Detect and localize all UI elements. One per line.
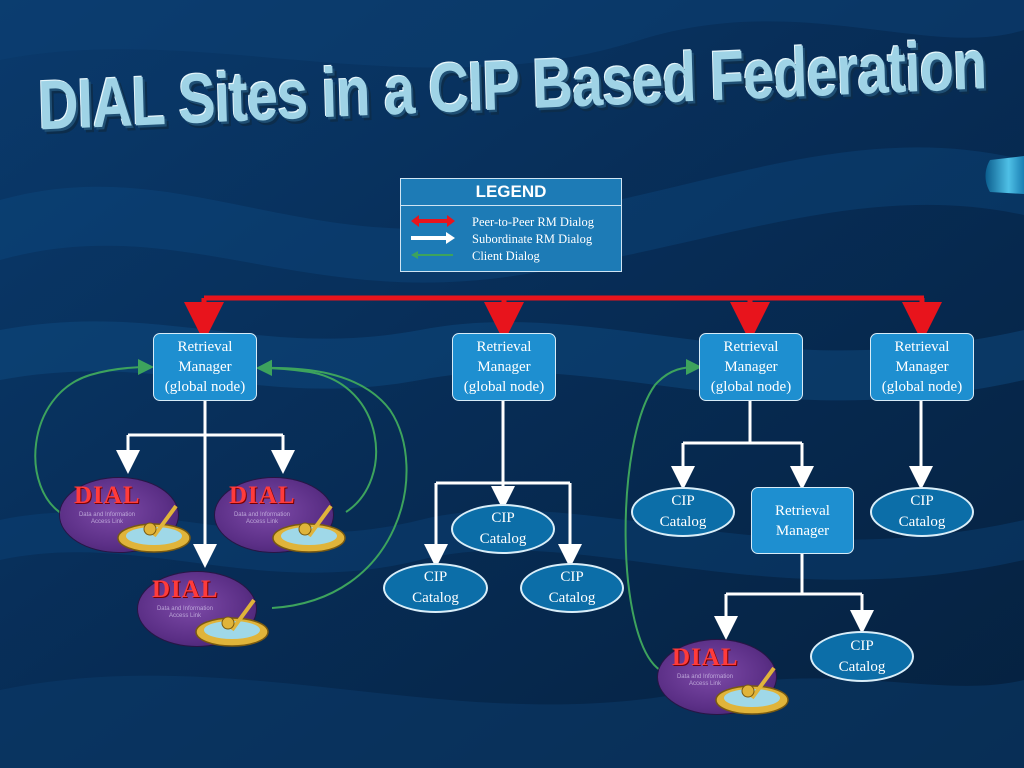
subordinate-arrow-icon [411, 232, 455, 244]
dial-logo: DIAL Data and Information Access Link [60, 474, 194, 560]
node-label: CIP [560, 569, 584, 585]
node-label: Catalog [479, 531, 527, 547]
node-label: Catalog [659, 514, 707, 530]
node-label: (global node) [463, 379, 545, 395]
node-label: Retrieval [177, 339, 233, 355]
peer-dialog-lines [184, 295, 942, 342]
node-label: Retrieval [476, 339, 532, 355]
cip-catalog-node: CIP Catalog [870, 487, 974, 537]
node-label: Catalog [548, 590, 596, 606]
legend-title: LEGEND [401, 179, 621, 206]
cip-catalog-node: CIP Catalog [451, 504, 555, 554]
node-label: Manager [724, 359, 778, 375]
dial-logo: DIAL Data and Information Access Link [138, 568, 272, 654]
node-label: Manager [178, 359, 232, 375]
node-label: Manager [477, 359, 531, 375]
legend-label-client: Client Dialog [472, 249, 540, 263]
legend: LEGEND Peer-to-Peer RM Dialog Subordinat… [400, 178, 622, 272]
dial-logo-tagline: Data and Information Access Link [676, 674, 734, 687]
node-label: Retrieval [775, 502, 830, 519]
cip-catalog-node: CIP Catalog [520, 563, 624, 613]
dial-logo-word: DIAL [152, 576, 219, 603]
legend-label-peer: Peer-to-Peer RM Dialog [472, 215, 594, 229]
legend-label-subordinate: Subordinate RM Dialog [472, 232, 593, 246]
node-label: Catalog [898, 514, 946, 530]
node-label: Manager [775, 522, 830, 539]
cip-catalog-node: CIP Catalog [631, 487, 735, 537]
node-label: CIP [491, 510, 515, 526]
node-label: CIP [423, 569, 448, 585]
dial-logo-word: DIAL [672, 644, 739, 671]
node-label: CIP [671, 493, 695, 509]
dial-logo: DIAL Data and Information Access Link [658, 636, 792, 722]
subordinate-dialog-lines [116, 401, 933, 640]
node-label: Manager [895, 359, 949, 375]
node-label: Catalog [412, 590, 459, 606]
satellite-dish-icon [117, 504, 191, 553]
node-label: Retrieval [894, 339, 950, 355]
client-arrow-icon [411, 251, 453, 259]
peer-arrow-icon [411, 215, 455, 227]
node-label: (global node) [710, 379, 792, 395]
dial-logo-tagline: Data and Information Access Link [233, 512, 291, 525]
dial-logo-word: DIAL [74, 482, 141, 509]
satellite-dish-icon [715, 666, 789, 715]
dial-logo-word: DIAL [229, 482, 296, 509]
decorative-tab [985, 156, 1024, 194]
satellite-dish-icon [272, 504, 346, 553]
client-dialog-lines [34, 359, 702, 671]
satellite-dish-icon [195, 598, 269, 647]
dial-logo: DIAL Data and Information Access Link [215, 474, 349, 560]
node-label: Catalog [838, 658, 886, 675]
node-label: (global node) [164, 379, 246, 395]
node-label: CIP [910, 493, 934, 509]
cip-catalog-node: CIP Catalog [383, 563, 488, 613]
node-label: (global node) [881, 379, 963, 395]
dial-logo-tagline: Data and Information Access Link [156, 606, 214, 619]
dial-logo-tagline: Data and Information Access Link [78, 512, 136, 525]
legend-arrows [411, 215, 455, 259]
cip-catalog-node: CIP Catalog [810, 631, 914, 682]
node-label: Retrieval [723, 339, 779, 355]
node-label: CIP [850, 637, 874, 654]
